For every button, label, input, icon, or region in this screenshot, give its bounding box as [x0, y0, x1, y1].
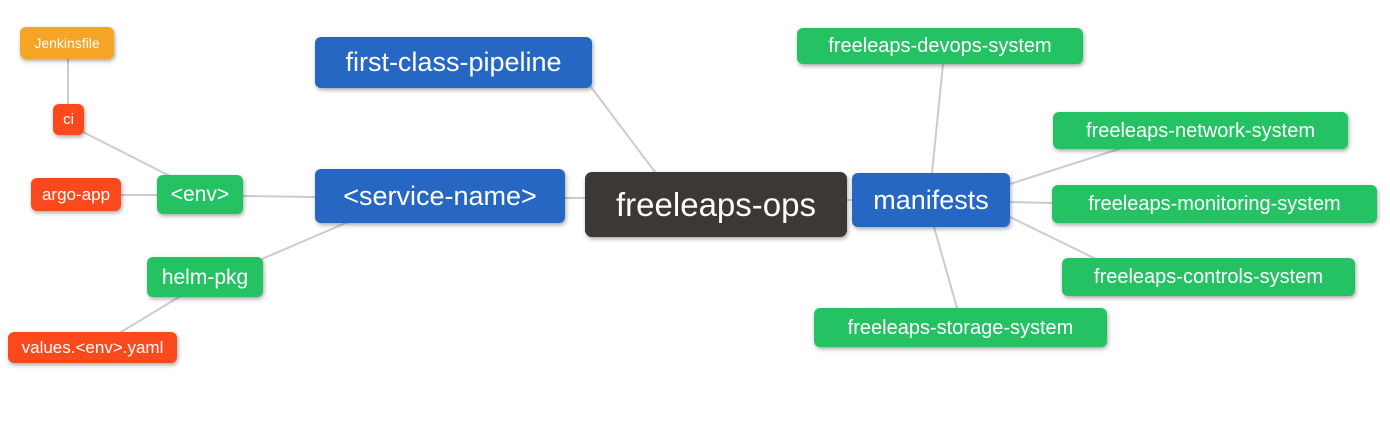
mindmap-node-service-name[interactable]: <service-name>: [315, 169, 565, 223]
mindmap-node-first-class-pipeline[interactable]: first-class-pipeline: [315, 37, 592, 88]
edge-env-to-service-name: [242, 195, 316, 198]
mindmap-node-controls-system[interactable]: freeleaps-controls-system: [1062, 258, 1355, 296]
edge-manifests-to-network-system: [1009, 147, 1123, 185]
edge-manifests-to-controls-system: [1009, 216, 1101, 262]
mindmap-node-monitoring-system[interactable]: freeleaps-monitoring-system: [1052, 185, 1377, 223]
edge-manifests-to-monitoring-system: [1009, 201, 1053, 204]
mindmap-node-manifests[interactable]: manifests: [852, 173, 1010, 227]
mindmap-node-network-system[interactable]: freeleaps-network-system: [1053, 112, 1348, 149]
edge-first-class-pipeline-to-freeleaps-ops: [590, 86, 656, 173]
mindmap-node-devops-system[interactable]: freeleaps-devops-system: [797, 28, 1083, 64]
mindmap-node-helm-pkg[interactable]: helm-pkg: [147, 257, 263, 297]
edge-helm-pkg-to-service-name: [261, 221, 349, 260]
edge-ci-to-env: [82, 131, 171, 177]
mindmap-node-storage-system[interactable]: freeleaps-storage-system: [814, 308, 1107, 347]
mindmap-node-env[interactable]: <env>: [157, 175, 243, 214]
edge-values-env-yaml-to-helm-pkg: [120, 296, 180, 333]
mindmap-node-argo-app[interactable]: argo-app: [31, 178, 121, 211]
mindmap-node-freeleaps-ops[interactable]: freeleaps-ops: [585, 172, 847, 237]
edge-manifests-to-storage-system: [933, 226, 958, 309]
edge-manifests-to-devops-system: [931, 63, 944, 174]
mindmap-node-values-env-yaml[interactable]: values.<env>.yaml: [8, 332, 177, 363]
mindmap-node-jenkinsfile[interactable]: Jenkinsfile: [20, 27, 114, 59]
mindmap-node-ci[interactable]: ci: [53, 104, 84, 135]
